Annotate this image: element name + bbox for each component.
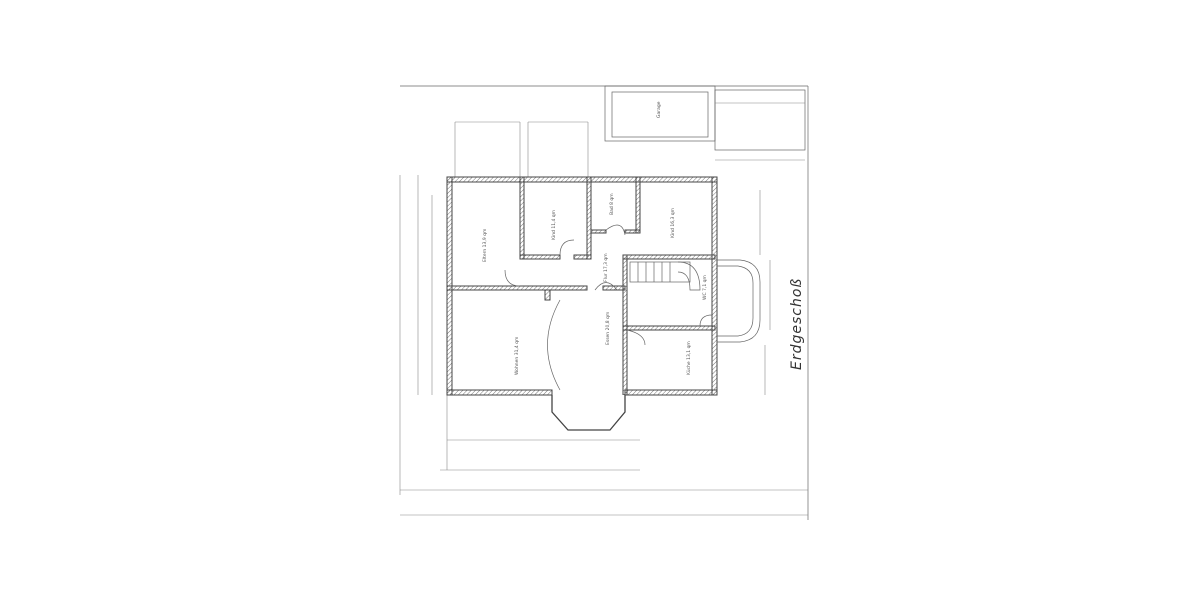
room-label: Bad 8 qm	[609, 193, 615, 215]
page-frame	[399, 85, 809, 520]
room-labels: Eltern 13,9 qm Kind 11,4 qm Bad 8 qm Kin…	[482, 193, 708, 375]
room-label: Kind 16,3 qm	[670, 208, 676, 238]
room-label: Wohnen 31,4 qm	[514, 337, 520, 375]
room-label: WC 7,1 qm	[702, 275, 708, 300]
room-label: Essen 20,8 qm	[605, 312, 611, 345]
plan-title: Erdgeschoß	[789, 278, 805, 370]
garage: Garage	[604, 85, 806, 151]
garage-label: Garage	[656, 101, 662, 118]
walls	[446, 176, 761, 431]
room-label: Kind 11,4 qm	[551, 210, 557, 240]
room-label: Eltern 13,9 qm	[482, 229, 488, 262]
room-label: Flur 17,3 qm	[603, 253, 609, 282]
room-label: Küche 13,1 qm	[686, 341, 692, 375]
staircase	[629, 261, 701, 291]
